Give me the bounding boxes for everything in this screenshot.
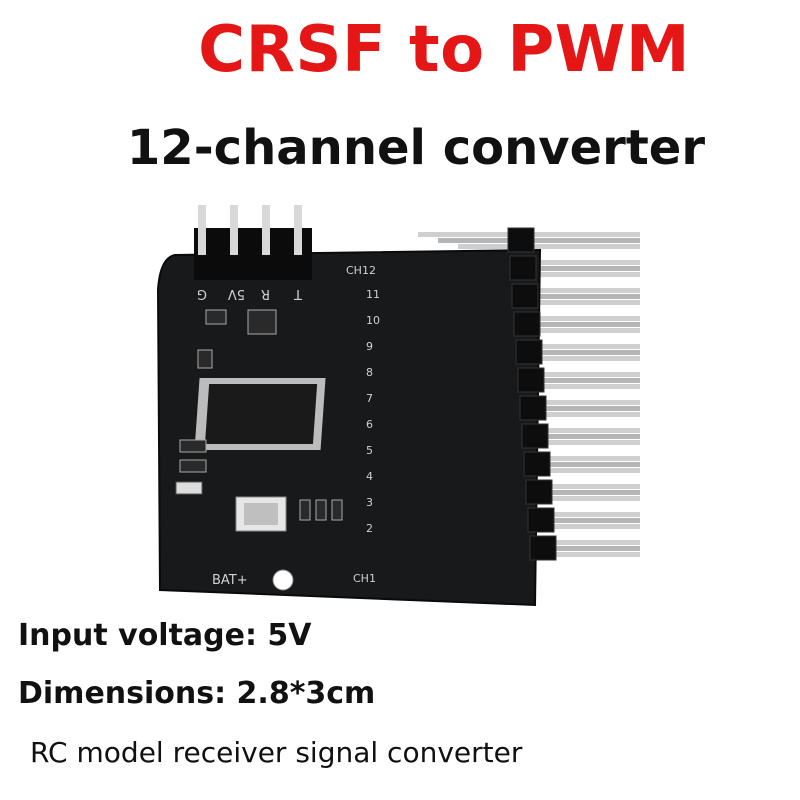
channel-number: 6 [366, 418, 373, 431]
power-label: BAT+ [212, 573, 248, 588]
channel-number: 8 [366, 366, 373, 379]
mounting-hole [272, 569, 294, 591]
mcu-chip [194, 378, 326, 450]
channel-number: 3 [366, 496, 373, 509]
tagline: RC model receiver signal converter [30, 736, 523, 769]
pin-label-r: R [261, 286, 270, 301]
pin-header-strip [507, 227, 557, 561]
pin-label-t: T [294, 286, 303, 301]
pin-label-g: G [197, 286, 207, 301]
pin-label-5v: 5V [228, 286, 245, 301]
channel-number: 9 [366, 340, 373, 353]
title: CRSF to PWM [198, 13, 690, 87]
top-pins [198, 205, 302, 255]
channel-number: 10 [366, 314, 380, 327]
channel-label-top: CH12 [346, 264, 376, 277]
channel-label-bottom: CH1 [353, 572, 376, 585]
dimensions-spec: Dimensions: 2.8*3cm [18, 676, 376, 711]
subtitle: 12-channel converter [126, 120, 705, 176]
channel-number: 4 [366, 470, 373, 483]
channel-number: 7 [366, 392, 373, 405]
channel-number: 11 [366, 288, 380, 301]
channel-number: 2 [366, 522, 373, 535]
voltage-spec: Input voltage: 5V [18, 618, 312, 653]
channel-number: 5 [366, 444, 373, 457]
